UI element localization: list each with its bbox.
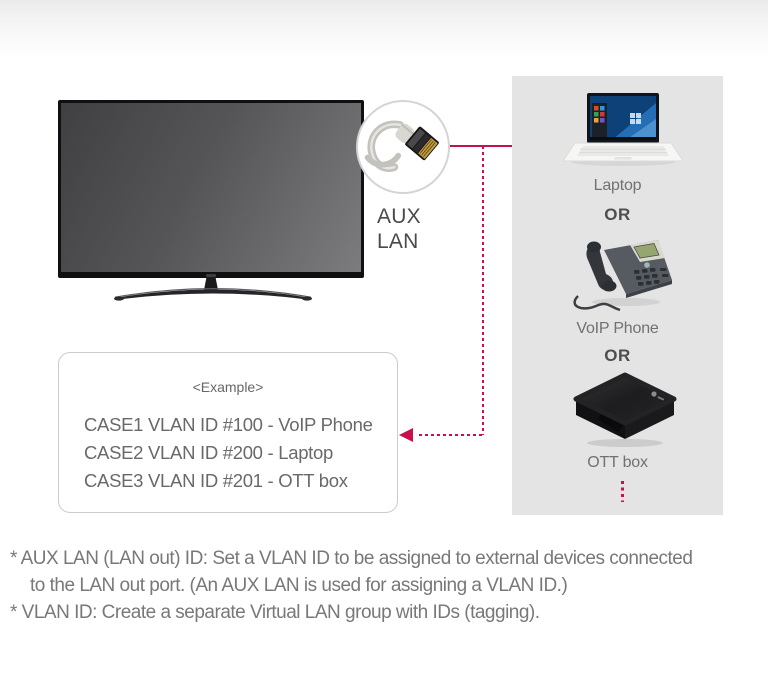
footnote-aux-lan-line2: to the LAN out port. (An AUX LAN is used… <box>30 575 568 596</box>
vlan-example-box: <Example> CASE1 VLAN ID #100 - VoIP Phon… <box>58 352 398 513</box>
footnote-aux-lan-line1: * AUX LAN (LAN out) ID: Set a VLAN ID to… <box>10 548 693 569</box>
tv-screen <box>61 103 361 272</box>
voip-phone-icon <box>573 240 672 312</box>
aux-lan-port-label: AUX LAN <box>377 204 421 254</box>
laptop-icon <box>562 93 684 166</box>
external-devices-panel: Laptop OR VoIP Phone OR <box>512 76 723 515</box>
voip-phone-label: VoIP Phone <box>576 320 659 337</box>
lan-connector-icon <box>364 120 439 172</box>
example-case-list: CASE1 VLAN ID #100 - VoIP Phone CASE2 VL… <box>84 411 373 495</box>
ott-box-label: OTT box <box>587 454 648 471</box>
or-separator-1: OR <box>604 205 631 224</box>
arrowhead-to-example-box <box>399 428 413 442</box>
example-case-2: CASE2 VLAN ID #200 - Laptop <box>84 442 333 463</box>
more-devices-ellipsis <box>621 481 624 502</box>
tv-stand-base <box>114 288 312 301</box>
aux-label-line1: AUX <box>377 205 421 228</box>
tv-illustration <box>58 100 364 278</box>
footnote-vlan-id: * VLAN ID: Create a separate Virtual LAN… <box>10 602 540 623</box>
footnotes: * AUX LAN (LAN out) ID: Set a VLAN ID to… <box>10 545 766 626</box>
ott-box-icon <box>573 372 677 447</box>
example-case-3: CASE3 VLAN ID #201 - OTT box <box>84 470 348 491</box>
example-case-1: CASE1 VLAN ID #100 - VoIP Phone <box>84 414 373 435</box>
lan-cable-zoom-circle <box>356 100 450 194</box>
or-separator-2: OR <box>604 346 631 365</box>
tv-stand-neck <box>204 277 218 290</box>
example-box-title: <Example> <box>192 379 264 395</box>
tv-logo-mark <box>206 274 216 277</box>
aux-label-line2: LAN <box>377 230 419 253</box>
dashed-line-horizontal-to-example <box>419 434 483 436</box>
connection-line-tv-to-laptop <box>449 145 568 147</box>
top-gradient-band <box>0 0 768 58</box>
laptop-label: Laptop <box>593 177 642 194</box>
dashed-line-vertical-to-example <box>482 146 484 435</box>
